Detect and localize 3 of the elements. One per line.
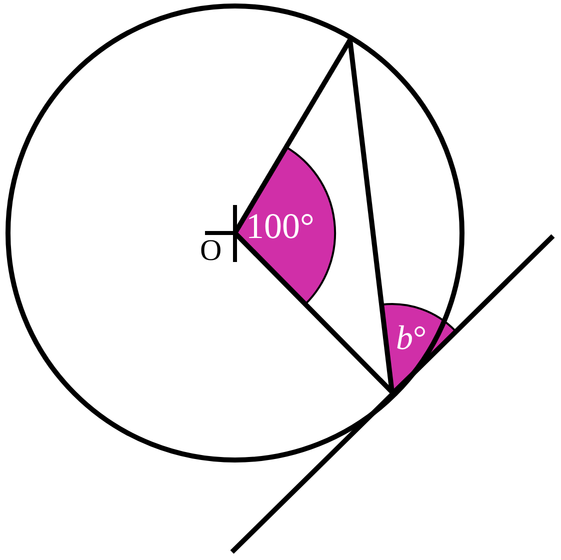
point-label: O: [200, 236, 222, 266]
angle-label: 100°: [246, 208, 314, 244]
angle-label: b°: [396, 322, 427, 356]
